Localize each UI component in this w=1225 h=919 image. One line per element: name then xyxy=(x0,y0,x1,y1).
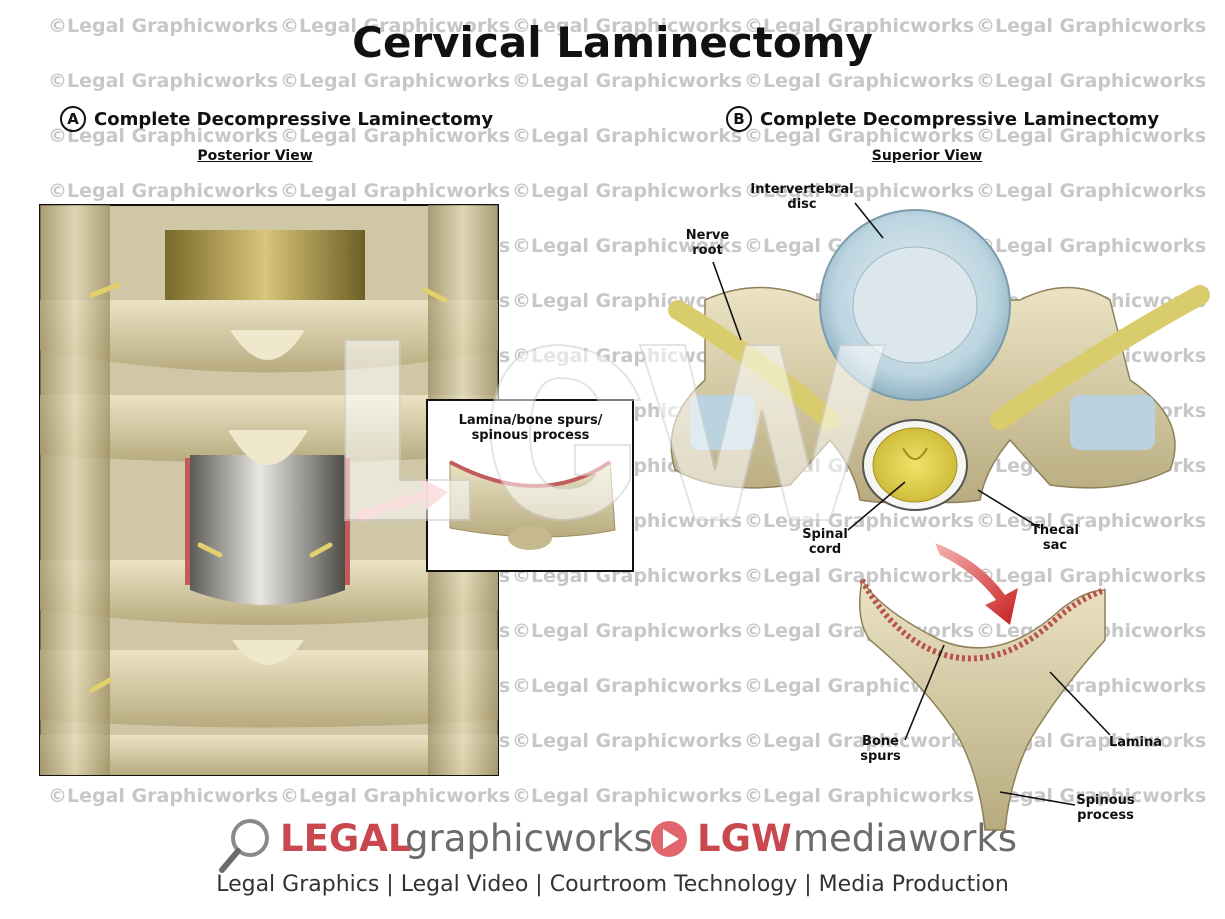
panel-b-heading-text: Complete Decompressive Laminectomy xyxy=(760,108,1160,130)
watermark-text: ©Legal Graphicworks xyxy=(48,785,279,807)
watermark-text: ©Legal Graphicworks xyxy=(280,180,511,202)
watermark-text: ©Legal Graphicworks xyxy=(976,15,1207,37)
watermark-text: ©Legal Graphicworks xyxy=(48,15,279,37)
watermark-text: ©Legal Graphicworks xyxy=(48,70,279,92)
watermark-text: ©Legal Graphicworks xyxy=(512,730,743,752)
label-thecal-sac: Thecal sac xyxy=(1031,523,1079,553)
play-icon xyxy=(651,821,687,857)
watermark-text: ©Legal Graphicworks xyxy=(512,125,743,147)
watermark-text: ©Legal Graphicworks xyxy=(744,70,975,92)
leader-lines xyxy=(712,202,1111,806)
watermark-text: ©Legal Graphicworks xyxy=(976,180,1207,202)
watermark-text: ©Legal Graphicworks xyxy=(280,125,511,147)
page-title: Cervical Laminectomy xyxy=(352,18,873,67)
label-intervertebral-disc: Intervertebral disc xyxy=(750,182,854,212)
brand-lgw: LGW xyxy=(697,817,792,860)
watermark-text: ©Legal Graphicworks xyxy=(744,565,975,587)
inset-label: Lamina/bone spurs/ spinous process xyxy=(458,413,603,443)
watermark-text: ©Legal Graphicworks xyxy=(976,235,1207,257)
watermark-text: ©Legal Graphicworks xyxy=(744,180,975,202)
label-bone-spurs: Bone spurs xyxy=(860,734,901,764)
watermark-text: ©Legal Graphicworks xyxy=(976,565,1207,587)
panel-a-letter: A xyxy=(60,106,86,132)
watermark-text: ©Legal Graphicworks xyxy=(512,180,743,202)
footer-brand: LEGAL graphicworks LGW mediaworks xyxy=(0,815,1225,865)
label-spinal-cord: Spinal cord xyxy=(802,527,848,557)
panel-b-letter: B xyxy=(726,106,752,132)
watermark-text: ©Legal Graphicworks xyxy=(48,180,279,202)
watermark-text: ©Legal Graphicworks xyxy=(744,785,975,807)
watermark-text: ©Legal Graphicworks xyxy=(512,70,743,92)
panel-a-view-label: Posterior View xyxy=(197,148,313,164)
watermark-text: ©Legal Graphicworks xyxy=(280,70,511,92)
magnifier-icon xyxy=(219,819,269,873)
watermark-text: ©Legal Graphicworks xyxy=(744,730,975,752)
watermark-text: ©Legal Graphicworks xyxy=(976,125,1207,147)
footer-tagline: Legal Graphics | Legal Video | Courtroom… xyxy=(216,872,1009,897)
watermark-text: ©Legal Graphicworks xyxy=(280,785,511,807)
watermark-text: ©Legal Graphicworks xyxy=(512,785,743,807)
watermark-text: ©Legal Graphicworks xyxy=(976,70,1207,92)
label-spinous-process: Spinous process xyxy=(1076,793,1135,823)
watermark-text: ©Legal Graphicworks xyxy=(512,15,743,37)
label-nerve-root: Nerve root xyxy=(685,228,730,258)
brand-graphicworks: graphicworks xyxy=(405,817,653,860)
panel-a-heading: A Complete Decompressive Laminectomy xyxy=(60,106,493,132)
panel-b-heading: B Complete Decompressive Laminectomy xyxy=(726,106,1159,132)
watermark-text: ©Legal Graphicworks xyxy=(512,235,743,257)
watermark-text: ©Legal Graphicworks xyxy=(976,510,1207,532)
watermark-text: ©Legal Graphicworks xyxy=(744,125,975,147)
brand-mediaworks: mediaworks xyxy=(793,817,1018,860)
watermark-text: ©Legal Graphicworks xyxy=(48,125,279,147)
label-lamina: Lamina xyxy=(1108,735,1163,750)
watermark-text: ©Legal Graphicworks xyxy=(976,785,1207,807)
watermark-text: ©Legal Graphicworks xyxy=(280,15,511,37)
panel-a-heading-text: Complete Decompressive Laminectomy xyxy=(94,108,494,130)
watermark-text: ©Legal Graphicworks xyxy=(512,620,743,642)
watermark-text: ©Legal Graphicworks xyxy=(512,675,743,697)
watermark-text: ©Legal Graphicworks xyxy=(744,15,975,37)
brand-legal: LEGAL xyxy=(280,817,412,860)
panel-b-view-label: Superior View xyxy=(871,148,983,164)
